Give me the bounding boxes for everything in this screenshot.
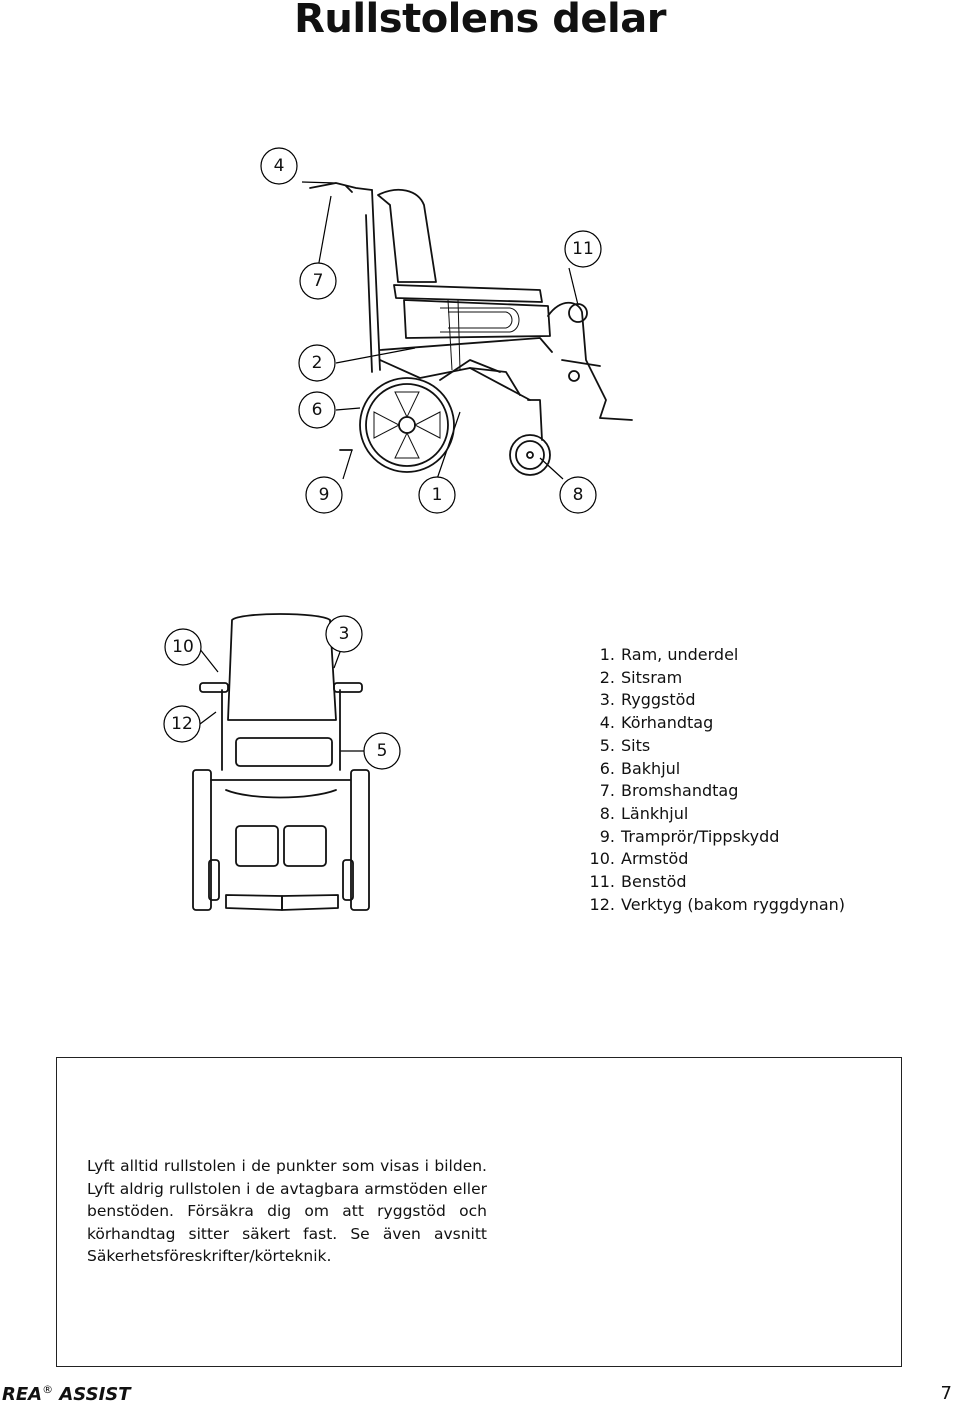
callout-number: 8 [573, 485, 584, 505]
callout-number: 9 [319, 485, 330, 505]
callout-2: 2 [298, 344, 336, 382]
legend-item: 5.Sits [599, 735, 651, 755]
legend-item: 12.Verktyg (bakom ryggdynan) [589, 894, 846, 914]
footer-brand: REA® ASSIST [2, 1383, 131, 1405]
callout-1: 1 [418, 476, 456, 514]
callout-6: 6 [298, 391, 336, 429]
callout-12: 12 [163, 705, 201, 743]
callout-number: 12 [171, 714, 193, 734]
callout-10: 10 [164, 628, 202, 666]
legend-item: 7.Bromshandtag [599, 781, 739, 801]
callout-number: 7 [313, 271, 324, 291]
legend-item: 4.Körhandtag [599, 713, 714, 733]
callout-number: 11 [572, 239, 594, 259]
legend-item: 9.Tramprör/Tippskydd [599, 826, 780, 846]
legend-item: 8.Länkhjul [599, 803, 689, 823]
parts-legend: 1.Ram, underdel 2.Sitsram 3.Ryggstöd 4.K… [587, 644, 846, 916]
page-number: 7 [940, 1383, 952, 1404]
product-name: ASSIST [59, 1384, 131, 1405]
legend-item: 11.Benstöd [589, 872, 687, 892]
callout-number: 4 [274, 156, 285, 176]
legend-item: 10.Armstöd [589, 849, 689, 869]
legend-item: 6.Bakhjul [599, 758, 681, 778]
callout-number: 10 [172, 637, 194, 657]
callout-8: 8 [559, 476, 597, 514]
side-view-wheelchair [301, 181, 633, 480]
legend-item: 3.Ryggstöd [599, 690, 696, 710]
front-view-wheelchair [192, 613, 370, 911]
callout-4: 4 [260, 147, 298, 185]
lifting-note-text: Lyft alltid rullstolen i de punkter som … [87, 1157, 487, 1266]
legend-item: 1.Ram, underdel [599, 645, 739, 664]
callout-5: 5 [363, 732, 401, 770]
callout-11: 11 [564, 230, 602, 268]
lifting-note-box: Lyft alltid rullstolen i de punkter som … [56, 1057, 902, 1367]
legend-item: 2.Sitsram [599, 667, 683, 687]
callout-number: 1 [432, 485, 443, 505]
callout-3: 3 [325, 615, 363, 653]
registered-mark: ® [42, 1383, 54, 1396]
brand-name: REA [2, 1384, 43, 1405]
callout-number: 2 [312, 353, 323, 373]
callout-number: 6 [312, 400, 323, 420]
callout-number: 3 [339, 624, 350, 644]
callout-7: 7 [299, 262, 337, 300]
page-title: Rullstolens delar [294, 0, 666, 42]
callout-9: 9 [305, 476, 343, 514]
callout-number: 5 [377, 741, 388, 761]
